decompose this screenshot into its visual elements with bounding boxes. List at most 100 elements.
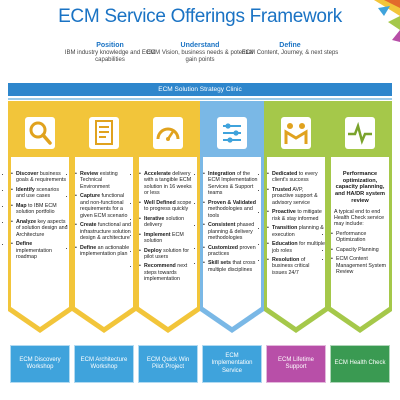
list-item: Create functional and infrastructure sol… <box>75 222 133 241</box>
offering-button[interactable]: ECM Health Check <box>330 345 390 383</box>
divider <box>8 98 392 100</box>
list-item-keyword: Deploy <box>144 247 162 254</box>
column-content: Performance optimization, capacity plann… <box>331 171 389 279</box>
offering-column: Integration of the ECM Implementation Se… <box>200 101 264 341</box>
header-define-title: Define <box>279 42 301 49</box>
list-item-text: scope to progress quickly <box>144 199 192 213</box>
list-item-text: to mitigate risk & stay informed <box>272 209 322 222</box>
document-icon <box>89 117 119 149</box>
list-item-text: for multiple job roles <box>272 241 325 254</box>
list-item-keyword: Proven & Validated <box>208 199 256 206</box>
list-item-text: of the ECM Implementation Services & Sup… <box>208 171 258 197</box>
list-item: Map to IBM ECM solution portfolio <box>11 203 69 216</box>
list-item-keyword: Discover <box>16 171 39 177</box>
list-item-keyword: Education <box>272 241 298 248</box>
list-item-keyword: Map <box>16 202 27 209</box>
corner-logo-icon <box>374 0 400 42</box>
list-item: Review existing Technical Environment <box>75 171 133 190</box>
list-item-text: Capacity Planning <box>336 246 379 253</box>
header-position-title: Position <box>96 42 124 49</box>
list-item-keyword: Define <box>16 241 33 248</box>
list-item-keyword: Analyze <box>16 218 37 225</box>
magnifier-icon <box>25 117 55 149</box>
list-item-keyword: Trusted <box>272 186 292 193</box>
column-content: Dedicated to every client's successTrust… <box>267 171 325 279</box>
list-item: Analyze key aspects of solution design a… <box>11 219 69 238</box>
offering-column: Discover business goals & requirementsId… <box>8 101 72 341</box>
list-item-keyword: Customized <box>208 244 239 251</box>
list-item-keyword: Create <box>80 222 97 229</box>
list-item-text: key aspects of solution design and Archi… <box>16 218 68 238</box>
list-item-text: to every client's success <box>272 171 318 184</box>
list-item-keyword: Consistent <box>208 222 236 229</box>
list-item-keyword: Iterative <box>144 215 165 222</box>
header-understand-text: ECM Vision, business needs & potential g… <box>146 50 254 63</box>
list-item: Iterative solution delivery <box>139 216 197 229</box>
column-content: Discover business goals & requirementsId… <box>11 171 69 263</box>
list-item-text: that cross multiple disciplines <box>208 260 256 273</box>
list-item: Identify scenarios and use cases <box>11 187 69 200</box>
offering-button[interactable]: ECM Quick Win Pilot Project <box>138 345 198 383</box>
list-item: Capture functional and non-functional re… <box>75 193 133 219</box>
offering-button[interactable]: ECM Lifetime Support <box>266 345 326 383</box>
list-item-text: proven practices <box>208 244 256 257</box>
list-item-text: delivery with a tangible ECM solution in… <box>144 171 192 197</box>
header-define: Define ECM Content, Journey, & next step… <box>235 42 345 57</box>
list-item-text: business goals & requirements <box>16 171 67 184</box>
list-item: Well Defined scope to progress quickly <box>139 200 197 213</box>
sliders-icon <box>217 117 247 149</box>
list-item-keyword: Proactive <box>272 209 296 216</box>
offering-button[interactable]: ECM Architecture Workshop <box>74 345 134 383</box>
header-position-text: IBM industry knowledge and ECM capabilit… <box>64 50 156 63</box>
list-item-keyword: Transition <box>272 225 298 232</box>
column-list: Performance OptimizationCapacity Plannin… <box>331 231 389 276</box>
list-item: Define an actionable implementation plan <box>75 245 133 258</box>
header-define-text: ECM Content, Journey, & next steps <box>241 50 339 57</box>
offering-column: Performance optimization, capacity plann… <box>328 101 392 341</box>
offering-button[interactable]: ECM Discovery Workshop <box>10 345 70 383</box>
list-item: Trusted AVP, proactive support & advisor… <box>267 187 325 206</box>
column-list: Accelerate delivery with a tangible ECM … <box>139 171 197 283</box>
column-list: Integration of the ECM Implementation Se… <box>203 171 261 273</box>
header-position: Position IBM industry knowledge and ECM … <box>55 42 165 64</box>
header-understand: Understand ECM Vision, business needs & … <box>145 42 255 64</box>
list-item: Recommend next steps towards implementat… <box>139 263 197 282</box>
header-columns: Position IBM industry knowledge and ECM … <box>0 42 400 78</box>
list-item-text: ECM solution <box>144 231 184 245</box>
list-item: Consistent phased planning & delivery me… <box>203 222 261 241</box>
list-item-keyword: Dedicated <box>272 171 298 177</box>
list-item: ECM Content Management System Review <box>331 256 389 275</box>
offering-column: Review existing Technical EnvironmentCap… <box>72 101 136 341</box>
list-item: Performance Optimization <box>331 231 389 244</box>
list-item-keyword: Well Defined <box>144 199 176 206</box>
list-item: Dedicated to every client's success <box>267 171 325 184</box>
list-item-text: planning & execution <box>272 225 324 238</box>
offering-button[interactable]: ECM Implementation Service <box>202 345 262 383</box>
list-item-text: functional and infrastructure solution d… <box>80 222 131 242</box>
list-item: Resolution of business critical issues 2… <box>267 257 325 276</box>
list-item: Skill sets that cross multiple disciplin… <box>203 260 261 273</box>
list-item: Proven & Validated methodologies and too… <box>203 200 261 219</box>
column-content: Accelerate delivery with a tangible ECM … <box>139 171 197 286</box>
list-item-keyword: Accelerate <box>144 171 171 177</box>
list-item-text: implementation roadmap <box>16 247 52 260</box>
offering-column: Accelerate delivery with a tangible ECM … <box>136 101 200 341</box>
list-item-keyword: Skill sets <box>208 260 231 267</box>
list-item-keyword: Integration <box>208 171 236 177</box>
list-item: Deploy solution for pilot users <box>139 248 197 261</box>
list-item: Transition planning & execution <box>267 225 325 238</box>
list-item-text: functional and non-functional requiremen… <box>80 193 128 219</box>
list-item-text: solution delivery <box>144 215 185 229</box>
column-content: Review existing Technical EnvironmentCap… <box>75 171 133 260</box>
heartbeat-icon <box>345 117 375 149</box>
list-item: Education for multiple job roles <box>267 241 325 254</box>
list-item: Customized proven practices <box>203 245 261 258</box>
list-item-text: existing Technical Environment <box>80 171 118 190</box>
list-item-text: to IBM ECM solution portfolio <box>16 202 57 216</box>
list-item-text: phased planning & delivery methodologies <box>208 222 255 242</box>
offering-column: Dedicated to every client's successTrust… <box>264 101 328 341</box>
list-item-keyword: Implement <box>144 231 171 238</box>
list-item-keyword: Resolution <box>272 256 300 263</box>
list-item-text: Performance Optimization <box>336 230 367 244</box>
list-item-keyword: Capture <box>80 193 101 200</box>
